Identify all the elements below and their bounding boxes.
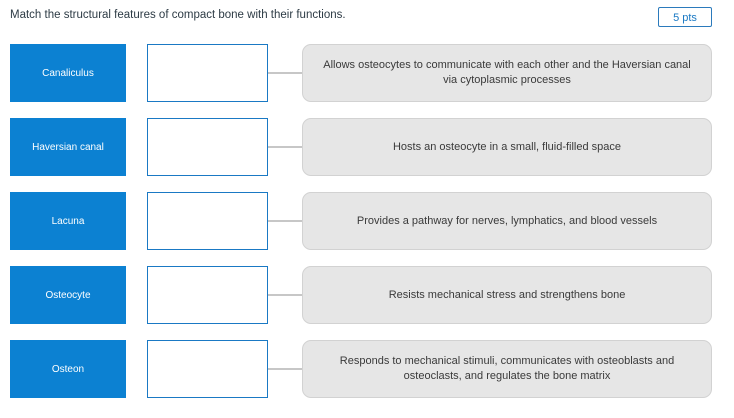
answer-option-5[interactable]: Responds to mechanical stimuli, communic… [302,340,712,398]
question-prompt: Match the structural features of compact… [10,9,346,21]
term-box-haversian-canal[interactable]: Haversian canal [10,118,126,176]
connector-line [268,146,303,148]
answer-text: Hosts an osteocyte in a small, fluid-fil… [392,140,622,153]
term-box-osteocyte[interactable]: Osteocyte [10,266,126,324]
term-label: Haversian canal [32,141,104,153]
answer-option-4[interactable]: Resists mechanical stress and strengthen… [302,266,712,324]
matching-row: Haversian canal Hosts an osteocyte in a … [0,118,734,176]
answer-drop-zone-canaliculus[interactable] [147,44,268,102]
connector-line [268,368,303,370]
matching-row: Canaliculus Allows osteocytes to communi… [0,44,734,102]
matching-row: Osteocyte Resists mechanical stress and … [0,266,734,324]
answer-text: Responds to mechanical stimuli, communic… [339,355,675,382]
connector-line [268,72,303,74]
answer-drop-zone-osteocyte[interactable] [147,266,268,324]
term-box-osteon[interactable]: Osteon [10,340,126,398]
answer-text: Allows osteocytes to communicate with ea… [323,59,691,86]
answer-drop-zone-osteon[interactable] [147,340,268,398]
answer-option-3[interactable]: Provides a pathway for nerves, lymphatic… [302,192,712,250]
connector-line [268,294,303,296]
answer-drop-zone-lacuna[interactable] [147,192,268,250]
answer-option-2[interactable]: Hosts an osteocyte in a small, fluid-fil… [302,118,712,176]
answer-drop-zone-haversian-canal[interactable] [147,118,268,176]
matching-row: Osteon Responds to mechanical stimuli, c… [0,340,734,398]
matching-row: Lacuna Provides a pathway for nerves, ly… [0,192,734,250]
term-label: Osteon [51,363,85,375]
term-box-lacuna[interactable]: Lacuna [10,192,126,250]
points-badge: 5 pts [658,7,712,27]
connector-line [268,220,303,222]
answer-text: Provides a pathway for nerves, lymphatic… [356,214,658,227]
answer-text: Resists mechanical stress and strengthen… [388,288,626,301]
term-label: Canaliculus [42,67,94,79]
matching-rows: Canaliculus Allows osteocytes to communi… [0,44,734,414]
question-header: Match the structural features of compact… [0,0,734,34]
term-box-canaliculus[interactable]: Canaliculus [10,44,126,102]
term-label: Lacuna [51,215,85,227]
answer-option-1[interactable]: Allows osteocytes to communicate with ea… [302,44,712,102]
term-label: Osteocyte [45,289,91,301]
